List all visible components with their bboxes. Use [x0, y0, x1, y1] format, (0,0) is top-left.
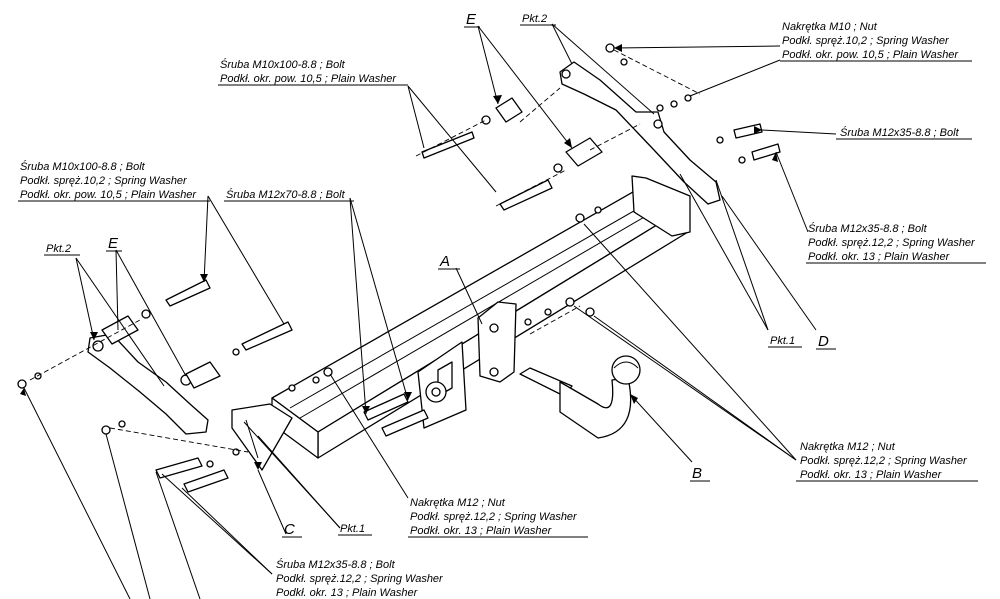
svg-text:Podkł. okr. pow. 10,5 ; Plain: Podkł. okr. pow. 10,5 ; Plain Washer: [220, 73, 397, 85]
callout-left-bolt-m10x100: Śruba M10x100-8.8 ; Bolt Podkł. spręż.10…: [18, 160, 210, 202]
left-side-bracket: [87, 333, 209, 435]
callout-right-bolt-m12x35-b: Śruba M12x35-8.8 ; Bolt Podkł. spręż.12,…: [806, 222, 986, 264]
top-washers-nuts: [481, 43, 692, 173]
svg-text:Śruba M12x35-8.8 ; Bolt: Śruba M12x35-8.8 ; Bolt: [840, 126, 960, 139]
right-end-plate: [631, 175, 691, 237]
svg-text:Podkł. okr. pow. 10,5 ; Plain: Podkł. okr. pow. 10,5 ; Plain Washer: [782, 49, 959, 61]
svg-text:Śruba M12x70-8.8 ; Bolt: Śruba M12x70-8.8 ; Bolt: [226, 188, 346, 201]
svg-text:Podkł. spręż.12,2 ; Spring Was: Podkł. spręż.12,2 ; Spring Washer: [276, 573, 444, 585]
label-pkt2-top: Pkt.2: [522, 13, 547, 25]
svg-text:Podkł. okr. 13 ; Plain Washer: Podkł. okr. 13 ; Plain Washer: [808, 251, 951, 263]
label-e-left: E: [108, 235, 119, 252]
svg-text:Nakrętka M12 ; Nut: Nakrętka M12 ; Nut: [800, 441, 896, 453]
svg-text:Podkł. spręż.10,2 ; Spring Was: Podkł. spręż.10,2 ; Spring Washer: [20, 175, 188, 187]
label-pkt1-right: Pkt.1: [770, 335, 795, 347]
callout-bolt-m12x70: Śruba M12x70-8.8 ; Bolt: [224, 188, 354, 202]
svg-text:Nakrętka M12 ; Nut: Nakrętka M12 ; Nut: [410, 497, 506, 509]
label-pkt2-left: Pkt.2: [46, 243, 71, 255]
top-bolts: [421, 131, 553, 211]
svg-text:Śruba M12x35-8.8 ; Bolt: Śruba M12x35-8.8 ; Bolt: [808, 222, 928, 235]
left-end-plate: [231, 403, 293, 471]
svg-text:Podkł. spręż.12,2 ; Spring Was: Podkł. spręż.12,2 ; Spring Washer: [800, 455, 968, 467]
label-d: D: [818, 333, 829, 350]
svg-text:Śruba M12x35-8.8 ; Bolt: Śruba M12x35-8.8 ; Bolt: [276, 558, 396, 571]
svg-text:Podkł. okr. 13 ; Plain Washer: Podkł. okr. 13 ; Plain Washer: [800, 469, 943, 481]
label-e-top: E: [466, 11, 477, 28]
top-spacer-sleeves: [495, 97, 603, 167]
svg-text:Podkł. okr. pow. 10,5 ; Plain: Podkł. okr. pow. 10,5 ; Plain Washer: [20, 189, 197, 201]
right-side-bracket: [559, 61, 721, 205]
leader-lines: [23, 23, 837, 599]
label-a: A: [439, 253, 450, 270]
label-c: C: [284, 521, 295, 538]
svg-text:Podkł. okr. 13 ; Plain Washer: Podkł. okr. 13 ; Plain Washer: [276, 587, 419, 599]
tow-ball-b: [519, 355, 641, 439]
svg-text:Nakrętka M10 ; Nut: Nakrętka M10 ; Nut: [782, 21, 878, 33]
callout-right-bolt-m12x35-a: Śruba M12x35-8.8 ; Bolt: [836, 126, 972, 140]
svg-text:Podkł. spręż.10,2 ; Spring Was: Podkł. spręż.10,2 ; Spring Washer: [782, 35, 950, 47]
label-b: B: [692, 465, 702, 482]
svg-text:Podkł. okr. 13 ; Plain Washer: Podkł. okr. 13 ; Plain Washer: [410, 525, 553, 537]
callout-top-bolt-m10x100: Śruba M10x100-8.8 ; Bolt Podkł. okr. pow…: [218, 58, 408, 86]
right-nuts-washers: [524, 206, 602, 326]
socket-mounting-plate: [417, 301, 517, 429]
arrowheads: [20, 44, 778, 470]
callout-bottom-bolt-m12x35: Śruba M12x35-8.8 ; Bolt Podkł. spręż.12,…: [276, 558, 444, 599]
svg-text:Śruba M10x100-8.8 ; Bolt: Śruba M10x100-8.8 ; Bolt: [220, 58, 346, 71]
svg-text:Podkł. spręż.12,2 ; Spring Was: Podkł. spręż.12,2 ; Spring Washer: [808, 237, 976, 249]
label-pkt1-left: Pkt.1: [340, 523, 365, 535]
right-bolts-m12x35: [716, 123, 781, 164]
assembly-axes: [29, 49, 701, 453]
callout-center-nut-m12: Nakrętka M12 ; Nut Podkł. spręż.12,2 ; S…: [408, 497, 588, 538]
svg-text:Podkł. spręż.12,2 ; Spring Was: Podkł. spręż.12,2 ; Spring Washer: [410, 511, 578, 523]
svg-text:Śruba M10x100-8.8 ; Bolt: Śruba M10x100-8.8 ; Bolt: [20, 160, 146, 173]
callout-top-right-nut: Nakrętka M10 ; Nut Podkł. spręż.10,2 ; S…: [780, 21, 972, 62]
left-bolts: [165, 279, 293, 351]
callout-right-nut-m12: Nakrętka M12 ; Nut Podkł. spręż.12,2 ; S…: [796, 441, 978, 482]
center-bolts-m12x70: [288, 367, 429, 437]
